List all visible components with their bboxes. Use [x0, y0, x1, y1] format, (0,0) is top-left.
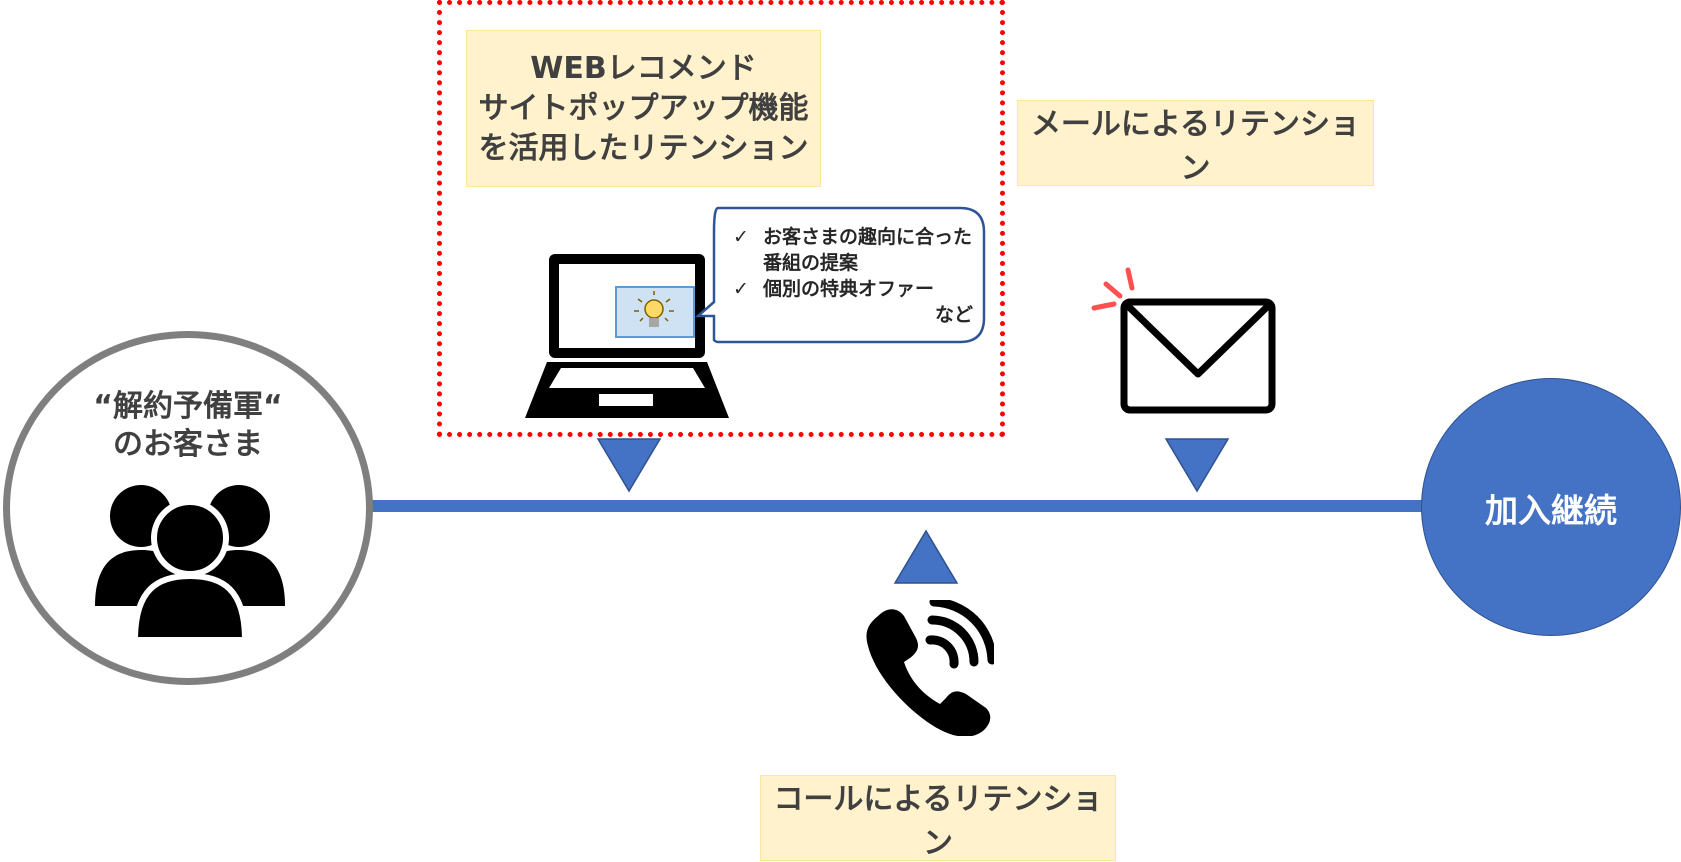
customer-label-line1: “解約予備軍“: [93, 389, 283, 424]
web-recommend-label: WEBレコメンド サイトポップアップ機能 を活用したリテンション: [466, 30, 821, 187]
retention-result-label: 加入継続: [1485, 491, 1617, 530]
phone-icon: [866, 600, 994, 736]
down-arrow-web: [596, 438, 662, 493]
bubble-item-1-text: お客さまの趣向に合った: [763, 226, 973, 248]
bubble-item-1-continued: 番組の提案: [763, 252, 859, 274]
web-recommend-line3: を活用したリテンション: [478, 130, 809, 166]
bubble-item-2-text: 個別の特典オファー: [763, 278, 935, 300]
popup-lightbulb-icon: [615, 286, 695, 338]
bubble-item-1: ✓ お客さまの趣向に合った: [733, 224, 983, 250]
down-arrow-mail: [1164, 438, 1230, 493]
web-recommend-line2: サイトポップアップ機能: [478, 90, 809, 126]
web-recommend-line1: WEBレコメンド: [530, 50, 757, 86]
call-retention-label: コールによるリテンション: [760, 775, 1116, 861]
timeline-line: [370, 500, 1430, 512]
web-recommend-frame: [437, 0, 1005, 437]
mail-retention-label: メールによるリテンション: [1017, 100, 1374, 186]
bubble-etc: など: [934, 304, 973, 326]
speech-bubble-text: ✓ お客さまの趣向に合った 番組の提案 ✓ 個別の特典オファー など: [733, 224, 983, 328]
retention-result-circle: 加入継続: [1421, 378, 1681, 636]
up-arrow-call: [893, 529, 959, 584]
customer-label-line2: のお客さま: [113, 427, 263, 462]
envelope-icon: [1091, 267, 1276, 414]
check-icon: ✓: [733, 278, 749, 300]
customer-circle: “解約予備軍“ のお客さま: [3, 331, 373, 685]
check-icon: ✓: [733, 226, 749, 248]
speech-bubble: [694, 206, 986, 344]
bubble-item-2: ✓ 個別の特典オファー: [733, 276, 983, 302]
people-group-icon: [95, 485, 285, 638]
customer-label: “解約予備軍“ のお客さま: [10, 388, 366, 464]
